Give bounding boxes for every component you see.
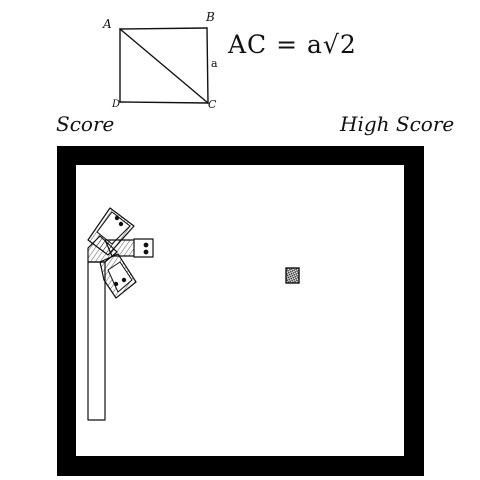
food-icon xyxy=(285,267,300,284)
vertex-label-a: A xyxy=(103,17,112,31)
vertex-label-b: B xyxy=(206,10,215,24)
score-label: Score xyxy=(56,112,115,136)
vertex-label-c: C xyxy=(208,98,217,111)
square-top-side xyxy=(119,27,208,30)
high-score-label: High Score xyxy=(340,112,455,136)
square-right-side xyxy=(206,27,209,104)
playfield[interactable] xyxy=(76,165,404,456)
vertex-label-d: D xyxy=(112,99,121,110)
snake-body-segment xyxy=(87,261,106,421)
snake-head-icon xyxy=(133,238,154,258)
square-diagonal-ac xyxy=(119,28,209,104)
game-board[interactable] xyxy=(57,146,424,476)
diagonal-formula: AC = a√2 xyxy=(228,30,357,59)
snake xyxy=(87,207,154,421)
square-bottom-side xyxy=(119,101,209,104)
side-length-label: a xyxy=(211,57,218,70)
